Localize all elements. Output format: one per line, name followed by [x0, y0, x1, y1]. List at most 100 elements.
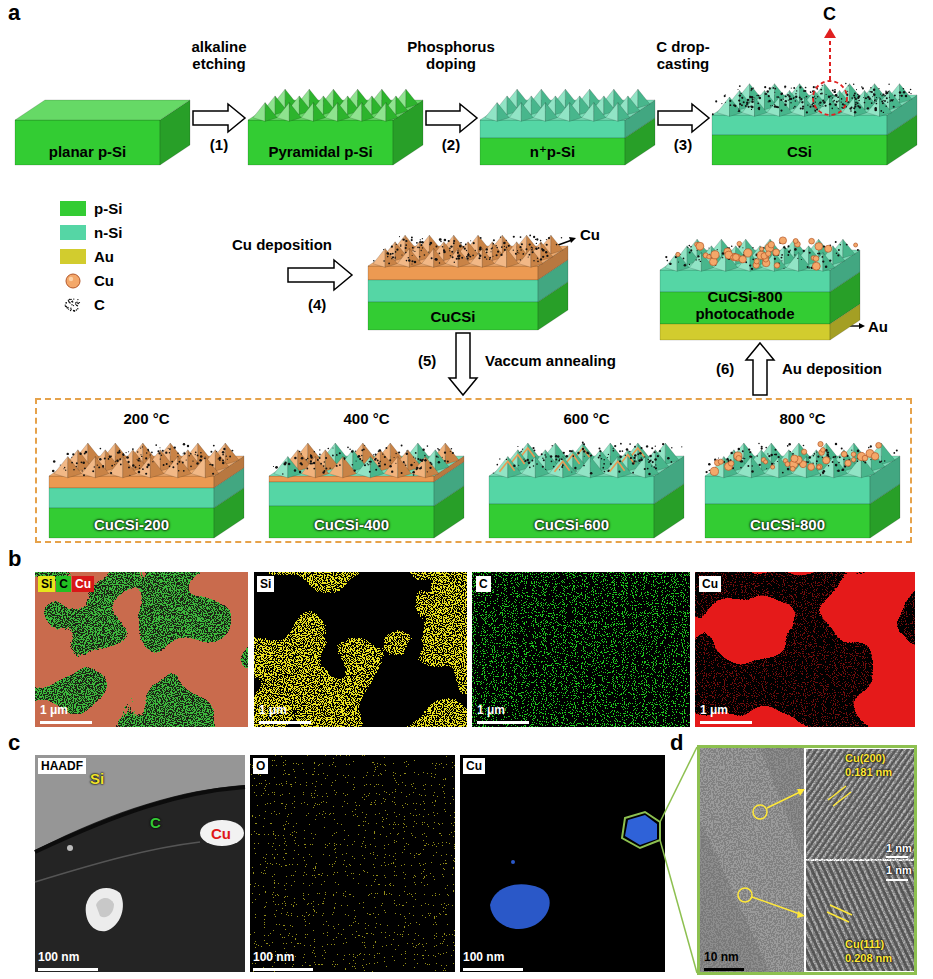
carbon-dot [802, 108, 804, 110]
carbon-dot [629, 443, 631, 445]
carbon-dot [532, 251, 534, 253]
carbon-dot [132, 448, 134, 450]
carbon-dot [738, 111, 739, 112]
carbon-dot [569, 450, 571, 452]
slab-label: n⁺p-Si [530, 143, 575, 160]
carbon-icon [72, 301, 73, 302]
carbon-dot [651, 447, 653, 449]
carbon-icon [73, 305, 74, 306]
slab-shape [811, 253, 823, 272]
carbon-dot [799, 86, 801, 88]
carbon-icon [76, 309, 77, 310]
carbon-dot [751, 96, 754, 99]
slab-shape [15, 120, 160, 165]
carbon-dot [119, 458, 121, 460]
carbon-dot [442, 457, 443, 458]
carbon-dot [196, 462, 198, 464]
carbon-dot [804, 90, 806, 92]
carbon-dot [854, 106, 856, 108]
carbon-dot [384, 456, 386, 458]
carbon-dot [174, 446, 176, 448]
carbon-dot [283, 463, 286, 466]
cu-particle [862, 455, 868, 461]
illustration-part [86, 888, 123, 931]
illustration-part [35, 572, 248, 727]
wafer-slab: n⁺p-Si [480, 70, 655, 165]
carbon-dot [613, 450, 615, 452]
carbon-dot [406, 453, 408, 455]
carbon-dot [793, 98, 794, 99]
carbon-icon [70, 299, 71, 300]
lattice-label: Cu(200) [845, 752, 885, 765]
carbon-dot [790, 451, 791, 452]
carbon-dot [761, 447, 763, 449]
carbon-dot [443, 251, 446, 254]
carbon-dot [829, 259, 831, 261]
carbon-dot [683, 258, 685, 260]
carbon-dot [725, 102, 726, 103]
carbon-dot [832, 89, 834, 91]
carbon-dot [559, 459, 560, 460]
carbon-dot [405, 252, 407, 254]
carbon-dot [114, 464, 115, 465]
carbon-dot [429, 244, 431, 246]
carbon-dot [125, 452, 126, 453]
carbon-dot [873, 93, 876, 96]
cu-particle [768, 241, 774, 247]
carbon-dot [132, 464, 134, 466]
carbon-dot [875, 99, 876, 100]
panel-letter: a [8, 0, 20, 25]
carbon-dot [610, 463, 612, 465]
carbon-dot [497, 251, 499, 253]
carbon-dot [197, 454, 199, 456]
carbon-dot [484, 256, 486, 258]
carbon-dot [865, 97, 867, 99]
wafer-slab: CuCSi-800 photocathode [660, 205, 860, 340]
carbon-dot [325, 457, 327, 459]
carbon-icon [75, 303, 76, 304]
carbon-dot [431, 257, 433, 259]
carbon-dot [893, 106, 895, 108]
carbon-dot [332, 448, 333, 449]
slab-shape [549, 457, 563, 478]
carbon-dot [513, 465, 515, 467]
carbon-dot [756, 95, 757, 96]
carbon-dot [387, 253, 389, 255]
carbon-dot [406, 260, 408, 262]
slab-shape [489, 504, 654, 538]
map-tag: O [253, 758, 268, 774]
carbon-dot [700, 261, 701, 262]
carbon-dot [127, 461, 129, 463]
carbon-dot [464, 248, 466, 250]
carbon-dot [888, 91, 889, 92]
carbon-dot [375, 458, 377, 460]
carbon-dot [82, 462, 85, 465]
slab-shape [654, 484, 684, 538]
illustration-part [704, 968, 744, 971]
slab-shape [689, 253, 701, 272]
carbon-dot [452, 256, 454, 258]
carbon-dot [558, 460, 560, 462]
carbon-dot [847, 102, 848, 103]
carbon-dot [859, 106, 861, 108]
carbon-dot [908, 92, 910, 94]
cu-particle [711, 251, 719, 259]
carbon-dot [731, 246, 733, 248]
carbon-dot [795, 100, 797, 102]
carbon-dot [619, 456, 622, 459]
carbon-dot [574, 467, 576, 469]
carbon-dot [533, 260, 535, 262]
region-label: Si [90, 770, 104, 787]
carbon-dot [368, 464, 369, 465]
carbon-dot [890, 99, 891, 100]
carbon-dot [182, 462, 184, 464]
carbon-dot [802, 106, 804, 108]
slab-shape [123, 457, 137, 478]
carbon-dot [79, 453, 81, 455]
carbon-dot [745, 105, 747, 107]
map-tag: Cu [463, 758, 485, 774]
carbon-dot [169, 466, 171, 468]
process-arrow [426, 104, 477, 132]
carbon-dot [806, 111, 808, 113]
carbon-dot [697, 255, 699, 257]
